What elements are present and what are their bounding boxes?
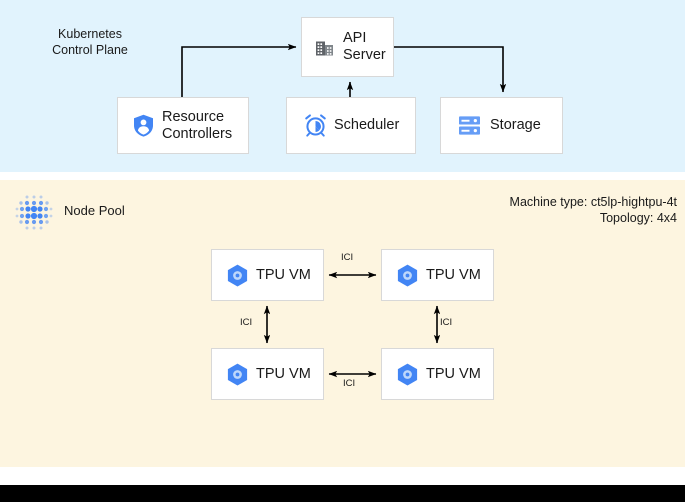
api-server-box[interactable]: API Server bbox=[301, 17, 394, 77]
node-pool-label: Node Pool bbox=[64, 203, 125, 218]
tpu-vm-box[interactable]: TPU VM bbox=[211, 249, 324, 301]
resource-controllers-label-line1: Resource bbox=[162, 108, 225, 125]
building-icon bbox=[314, 37, 336, 57]
node-pool-meta: Machine type: ct5lp-hightpu-4t Topology:… bbox=[510, 194, 677, 226]
tpu-hexagon-icon bbox=[396, 363, 418, 386]
dot-cluster-icon bbox=[13, 192, 55, 232]
node-pool-section bbox=[0, 180, 685, 467]
storage-box[interactable]: Storage bbox=[440, 97, 563, 154]
ici-link-label: ICI bbox=[343, 378, 356, 389]
shield-person-icon bbox=[132, 114, 154, 137]
tpu-vm-box[interactable]: TPU VM bbox=[381, 249, 494, 301]
tpu-hexagon-icon bbox=[226, 264, 248, 287]
topology-label: Topology: 4x4 bbox=[599, 211, 677, 225]
control-plane-label: Kubernetes Control Plane bbox=[10, 26, 170, 58]
machine-type-label: Machine type: ct5lp-hightpu-4t bbox=[509, 195, 677, 209]
resource-controllers-label: Resource Controllers bbox=[162, 109, 232, 143]
scheduler-box[interactable]: Scheduler bbox=[286, 97, 416, 154]
ici-link-label: ICI bbox=[440, 317, 453, 328]
control-plane-label-line1: Kubernetes bbox=[58, 27, 122, 41]
tpu-vm-label: TPU VM bbox=[426, 266, 481, 283]
control-plane-label-line2: Control Plane bbox=[52, 43, 128, 57]
tpu-vm-box[interactable]: TPU VM bbox=[211, 348, 324, 400]
tpu-vm-box[interactable]: TPU VM bbox=[381, 348, 494, 400]
bottom-bar bbox=[0, 485, 685, 502]
api-server-label-line1: API bbox=[343, 30, 367, 46]
api-server-label: API Server bbox=[343, 30, 386, 64]
tpu-vm-label: TPU VM bbox=[426, 365, 481, 382]
alarm-clock-icon bbox=[303, 114, 327, 137]
resource-controllers-box[interactable]: Resource Controllers bbox=[117, 97, 249, 154]
tpu-hexagon-icon bbox=[396, 264, 418, 287]
tpu-hexagon-icon bbox=[226, 363, 248, 386]
tpu-vm-label: TPU VM bbox=[256, 266, 311, 283]
resource-controllers-label-line2: Controllers bbox=[162, 125, 233, 142]
ici-link-label: ICI bbox=[341, 252, 354, 263]
storage-label: Storage bbox=[490, 117, 541, 133]
database-icon bbox=[457, 115, 481, 136]
scheduler-label: Scheduler bbox=[334, 117, 400, 133]
ici-link-label: ICI bbox=[240, 317, 253, 328]
tpu-vm-label: TPU VM bbox=[256, 365, 311, 382]
api-server-label-line2: Server bbox=[343, 47, 386, 63]
